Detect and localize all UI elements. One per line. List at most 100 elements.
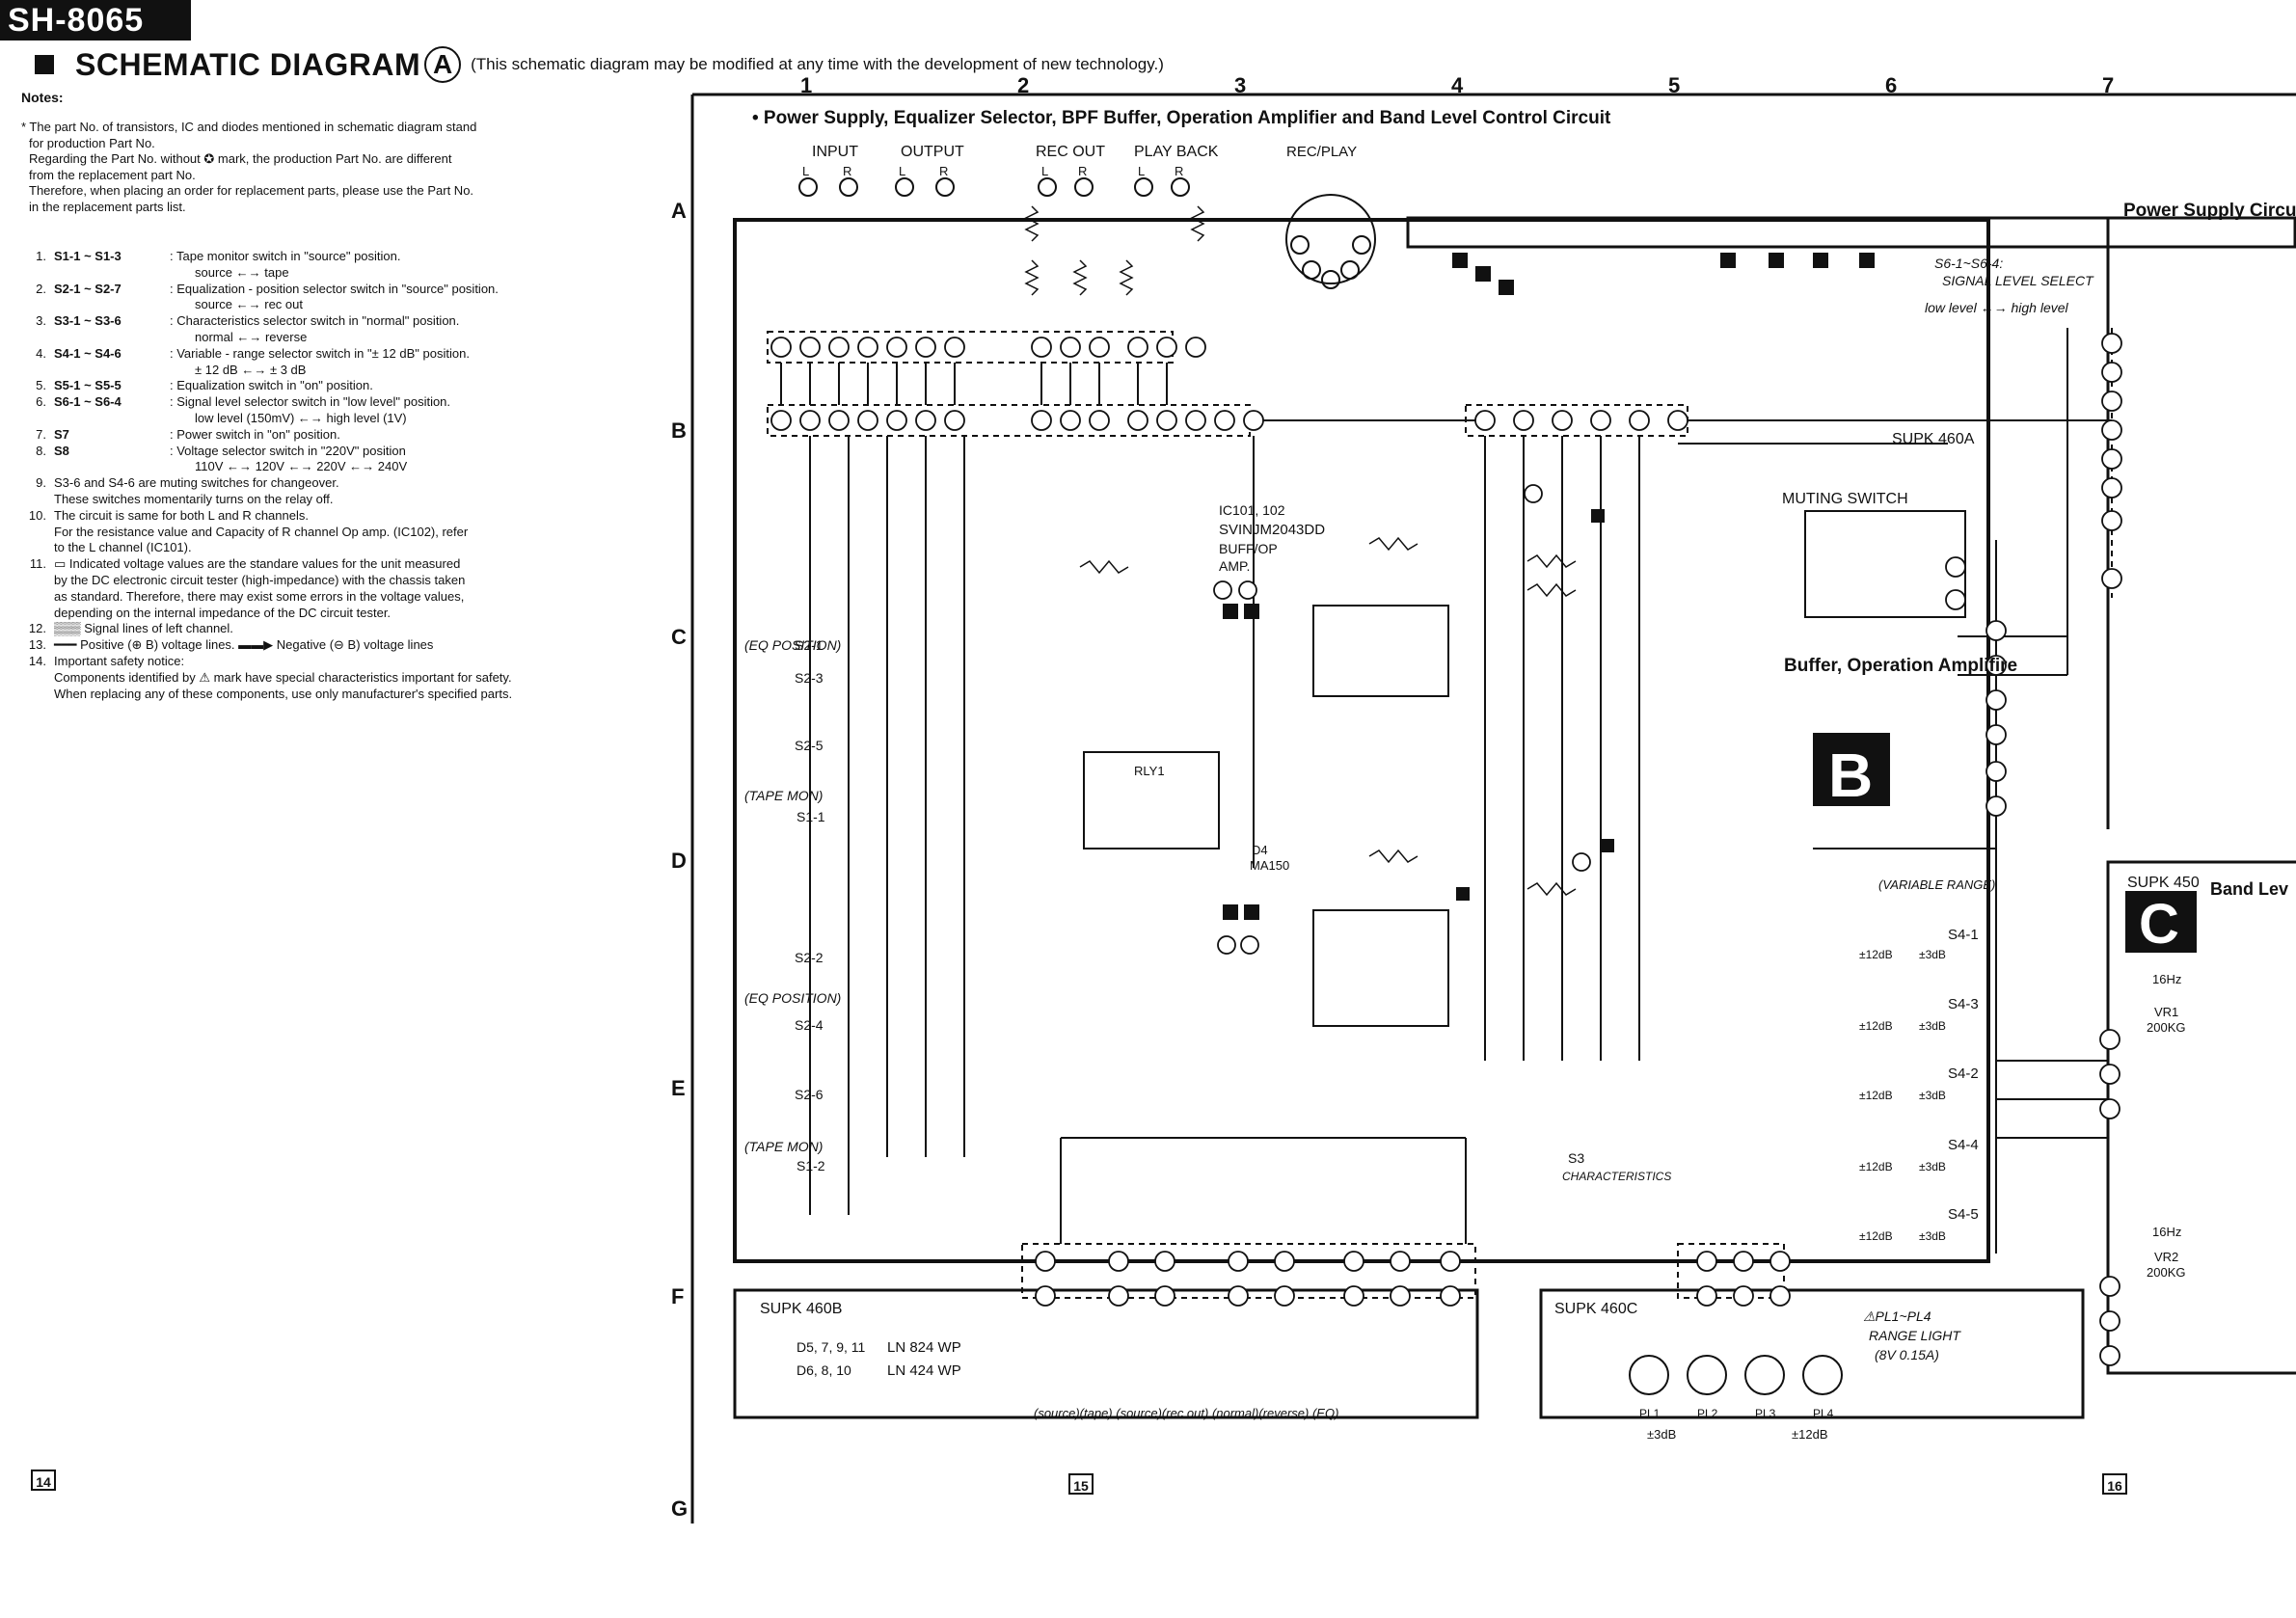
led-label: D5, 7, 9, 11 [797,1339,866,1355]
svg-text:±3dB: ±3dB [1919,948,1946,961]
note-line: * The part No. of transistors, IC and di… [21,120,477,134]
grid-row: A [671,199,687,223]
list-item-sub: Components identified by ⚠ mark have spe… [54,669,512,685]
pl-label: (8V 0.15A) [1875,1347,1939,1362]
grid-col: 5 [1668,73,1680,97]
vr-label: VR2 [2154,1250,2178,1264]
grid-row: E [671,1076,686,1100]
svg-text:R: R [843,164,851,178]
list-item: 4.S4-1 ~ S4-6: Variable - range selector… [36,345,470,361]
range-tag: ±12dB [1792,1427,1828,1442]
list-item: 11.▭ Indicated voltage values are the st… [29,556,461,572]
switch-label: S2-6 [795,1087,824,1102]
switch-label: S1-2 [797,1158,825,1173]
jack-label: INPUT [812,144,858,160]
pl-tag: PL3 [1755,1407,1776,1420]
model-badge: SH-8065 [0,0,191,40]
title-note: (This schematic diagram may be modified … [471,55,1164,73]
characteristics-label: CHARACTERISTICS [1562,1170,1671,1183]
ic-label: SVINJM2043DD [1219,522,1325,538]
notes-intro: * The part No. of transistors, IC and di… [21,120,629,216]
svg-text:L: L [1138,164,1145,178]
list-item-sub: source ←→ tape [195,264,289,280]
block-label: Buffer, Operation Amplifire [1784,656,2017,676]
list-item: 8.S8: Voltage selector switch in "220V" … [36,443,406,458]
list-item-sub: low level (150mV) ←→ high level (1V) [195,410,407,425]
ic-label: IC101, 102 [1219,502,1285,518]
section-title: • Power Supply, Equalizer Selector, BPF … [752,108,1611,128]
grid-col: 3 [1234,73,1246,97]
tape-mon-label: (TAPE MON) [744,788,823,803]
eq-position-label: (EQ POSITION) [744,637,841,653]
page-number: 14 [31,1470,56,1491]
svg-text:L: L [1041,164,1048,178]
block-label: SUPK 460C [1554,1301,1637,1317]
switch-label: S4-4 [1948,1137,1979,1153]
switch-label: S1-1 [797,809,825,824]
grid-row: G [671,1497,688,1521]
ic-label: AMP. [1219,558,1250,574]
switch-label: S2-1 [795,637,824,653]
signal-level-label: SIGNAL LEVEL SELECT [1942,273,2094,288]
grid-col: 2 [1017,73,1029,97]
note-line: in the replacement parts list. [29,199,186,214]
svg-text:±3dB: ±3dB [1919,1229,1946,1243]
title-mark: A [424,46,462,83]
svg-text:R: R [1078,164,1087,178]
note-line: Regarding the Part No. without ✪ mark, t… [29,151,452,167]
svg-text:L: L [899,164,905,178]
grid-row: F [671,1284,684,1308]
list-item: 2.S2-1 ~ S2-7: Equalization - position s… [36,281,499,296]
led-label: LN 824 WP [887,1339,961,1356]
list-item: 5.S5-1 ~ S5-5: Equalization switch in "o… [36,378,373,393]
page-number: 16 [2102,1473,2127,1495]
signal-level-label: low level ←→ high level [1925,300,2069,315]
svg-text:±12dB: ±12dB [1859,1229,1893,1243]
grid-col: 7 [2102,73,2114,97]
switch-label: S2-2 [795,950,824,965]
signal-level-label: S6-1~S6-4: [1934,256,2003,271]
svg-text:R: R [939,164,948,178]
vr-label: 200KG [2147,1020,2185,1035]
list-item: 3.S3-1 ~ S3-6: Characteristics selector … [36,313,460,329]
list-item-sub: ± 12 dB ←→ ± 3 dB [195,362,307,377]
list-item-sub: 110V ←→ 120V ←→ 220V ←→ 240V [195,459,408,474]
svg-text:±12dB: ±12dB [1859,1089,1893,1102]
block-label: SUPK 460B [760,1301,842,1317]
switch-label: S4-1 [1948,927,1979,943]
svg-text:±12dB: ±12dB [1859,1019,1893,1033]
block-label: SUPK 460A [1892,431,1975,447]
list-item: 14.Important safety notice: [28,653,185,668]
grid-col: 6 [1885,73,1897,97]
switch-label: S2-3 [795,670,824,686]
block-label: SUPK 450 [2127,875,2200,891]
block-label: Band Lev [2210,879,2288,899]
led-label: LN 424 WP [887,1362,961,1379]
pl-tag: PL4 [1813,1407,1834,1420]
connector-pins [770,333,2122,1366]
range-tag: ±3dB [1647,1427,1676,1442]
eq-position-label: (EQ POSITION) [744,990,841,1006]
ic-label: BUFF/OP [1219,541,1278,556]
svg-text:R: R [1175,164,1183,178]
notes-list: 1.S1-1 ~ S1-3: Tape monitor switch in "s… [21,249,638,702]
freq-label: 16Hz [2152,972,2181,986]
page-number: 15 [1068,1473,1094,1495]
list-item-sub: For the resistance value and Capacity of… [54,524,469,539]
black-markers [1223,253,2197,953]
tape-mon-label: (TAPE MON) [744,1139,823,1154]
svg-text:±3dB: ±3dB [1919,1019,1946,1033]
jack-label: REC/PLAY [1286,144,1357,160]
schematic-frame [690,93,2296,1524]
jack-label: PLAY BACK [1134,144,1219,160]
pl-label: RANGE LIGHT [1869,1328,1961,1343]
grid-row: D [671,849,687,873]
list-item-sub: depending on the internal impedance of t… [54,605,392,620]
list-item-sub: by the DC electronic circuit tester (hig… [54,572,466,587]
vr-label: 200KG [2147,1265,2185,1280]
bottom-caption: (source)(tape) (source)(rec out) (normal… [1034,1406,1338,1420]
pl-tag: PL1 [1639,1407,1661,1420]
grid-row: B [671,418,687,443]
switch-label: S4-3 [1948,996,1979,1012]
